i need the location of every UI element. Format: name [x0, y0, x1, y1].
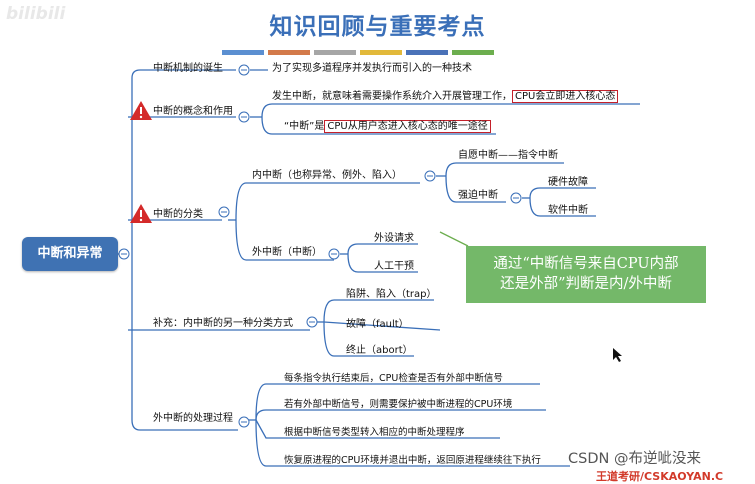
branch-classification[interactable]: 中断的分类	[153, 209, 203, 220]
branch-process[interactable]: 外中断的处理过程	[153, 413, 233, 424]
forced-interrupt[interactable]: 强迫中断	[458, 190, 498, 201]
software-interrupt[interactable]: 软件中断	[548, 205, 588, 216]
external-interrupt[interactable]: 外中断（中断）	[252, 247, 322, 258]
concept-child-1[interactable]: 发生中断，就意味着需要操作系统介入开展管理工作，CPU会立即进入核心态	[272, 90, 619, 103]
manual-intervention[interactable]: 人工干预	[374, 261, 414, 272]
color-bar-6	[452, 50, 494, 55]
color-bar-2	[268, 50, 310, 55]
trap-item[interactable]: 陷阱、陷入（trap）	[346, 289, 437, 300]
fault-item[interactable]: 故障（fault）	[346, 319, 409, 330]
concept-child-2-text: “中断”是	[284, 121, 325, 132]
root-node[interactable]: 中断和异常	[22, 237, 118, 271]
note-line-1: 通过“中断信号来自CPU内部	[493, 256, 679, 272]
color-bar-3	[314, 50, 356, 55]
color-bar-5	[406, 50, 448, 55]
warning-icon	[130, 101, 152, 223]
process-step-3[interactable]: 根据中断信号类型转入相应的中断处理程序	[284, 427, 465, 438]
color-bar-1	[222, 50, 264, 55]
abort-item[interactable]: 终止（abort）	[346, 345, 413, 356]
note-line-2: 还是外部”判断是内/外中断	[500, 276, 672, 292]
branch-supplement[interactable]: 补充：内中断的另一种分类方式	[153, 318, 293, 329]
hardware-fault[interactable]: 硬件故障	[548, 177, 588, 188]
process-step-2[interactable]: 若有外部中断信号，则需要保护被中断进程的CPU环境	[284, 399, 513, 410]
bilibili-watermark: bilibili	[6, 4, 66, 24]
concept-child-1-highlight: CPU会立即进入核心态	[512, 90, 619, 103]
branch-concept[interactable]: 中断的概念和作用	[153, 106, 233, 117]
wangdao-watermark: 王道考研/CSKAOYAN.C	[596, 470, 724, 483]
process-step-1[interactable]: 每条指令执行结束后，CPU检查是否有外部中断信号	[284, 373, 503, 384]
page-title: 知识回顾与重要考点	[269, 13, 486, 40]
concept-child-1-text: 发生中断，就意味着需要操作系统介入开展管理工作，	[272, 91, 512, 102]
voluntary-interrupt[interactable]: 自愿中断——指令中断	[458, 150, 558, 161]
csdn-watermark: CSDN @布逆呲没来	[568, 451, 701, 467]
origin-child[interactable]: 为了实现多道程序并发执行而引入的一种技术	[272, 63, 472, 74]
process-step-4[interactable]: 恢复原进程的CPU环境并退出中断，返回原进程继续往下执行	[284, 455, 541, 466]
concept-child-2-highlight: CPU从用户态进入核心态的唯一途径	[324, 120, 491, 133]
io-request[interactable]: 外设请求	[374, 233, 414, 244]
internal-interrupt[interactable]: 内中断（也称异常、例外、陷入）	[252, 170, 402, 181]
mouse-cursor-icon	[613, 348, 622, 362]
color-bar-4	[360, 50, 402, 55]
note-callout: 通过“中断信号来自CPU内部 还是外部”判断是内/外中断	[466, 246, 706, 303]
branch-origin[interactable]: 中断机制的诞生	[153, 63, 223, 74]
